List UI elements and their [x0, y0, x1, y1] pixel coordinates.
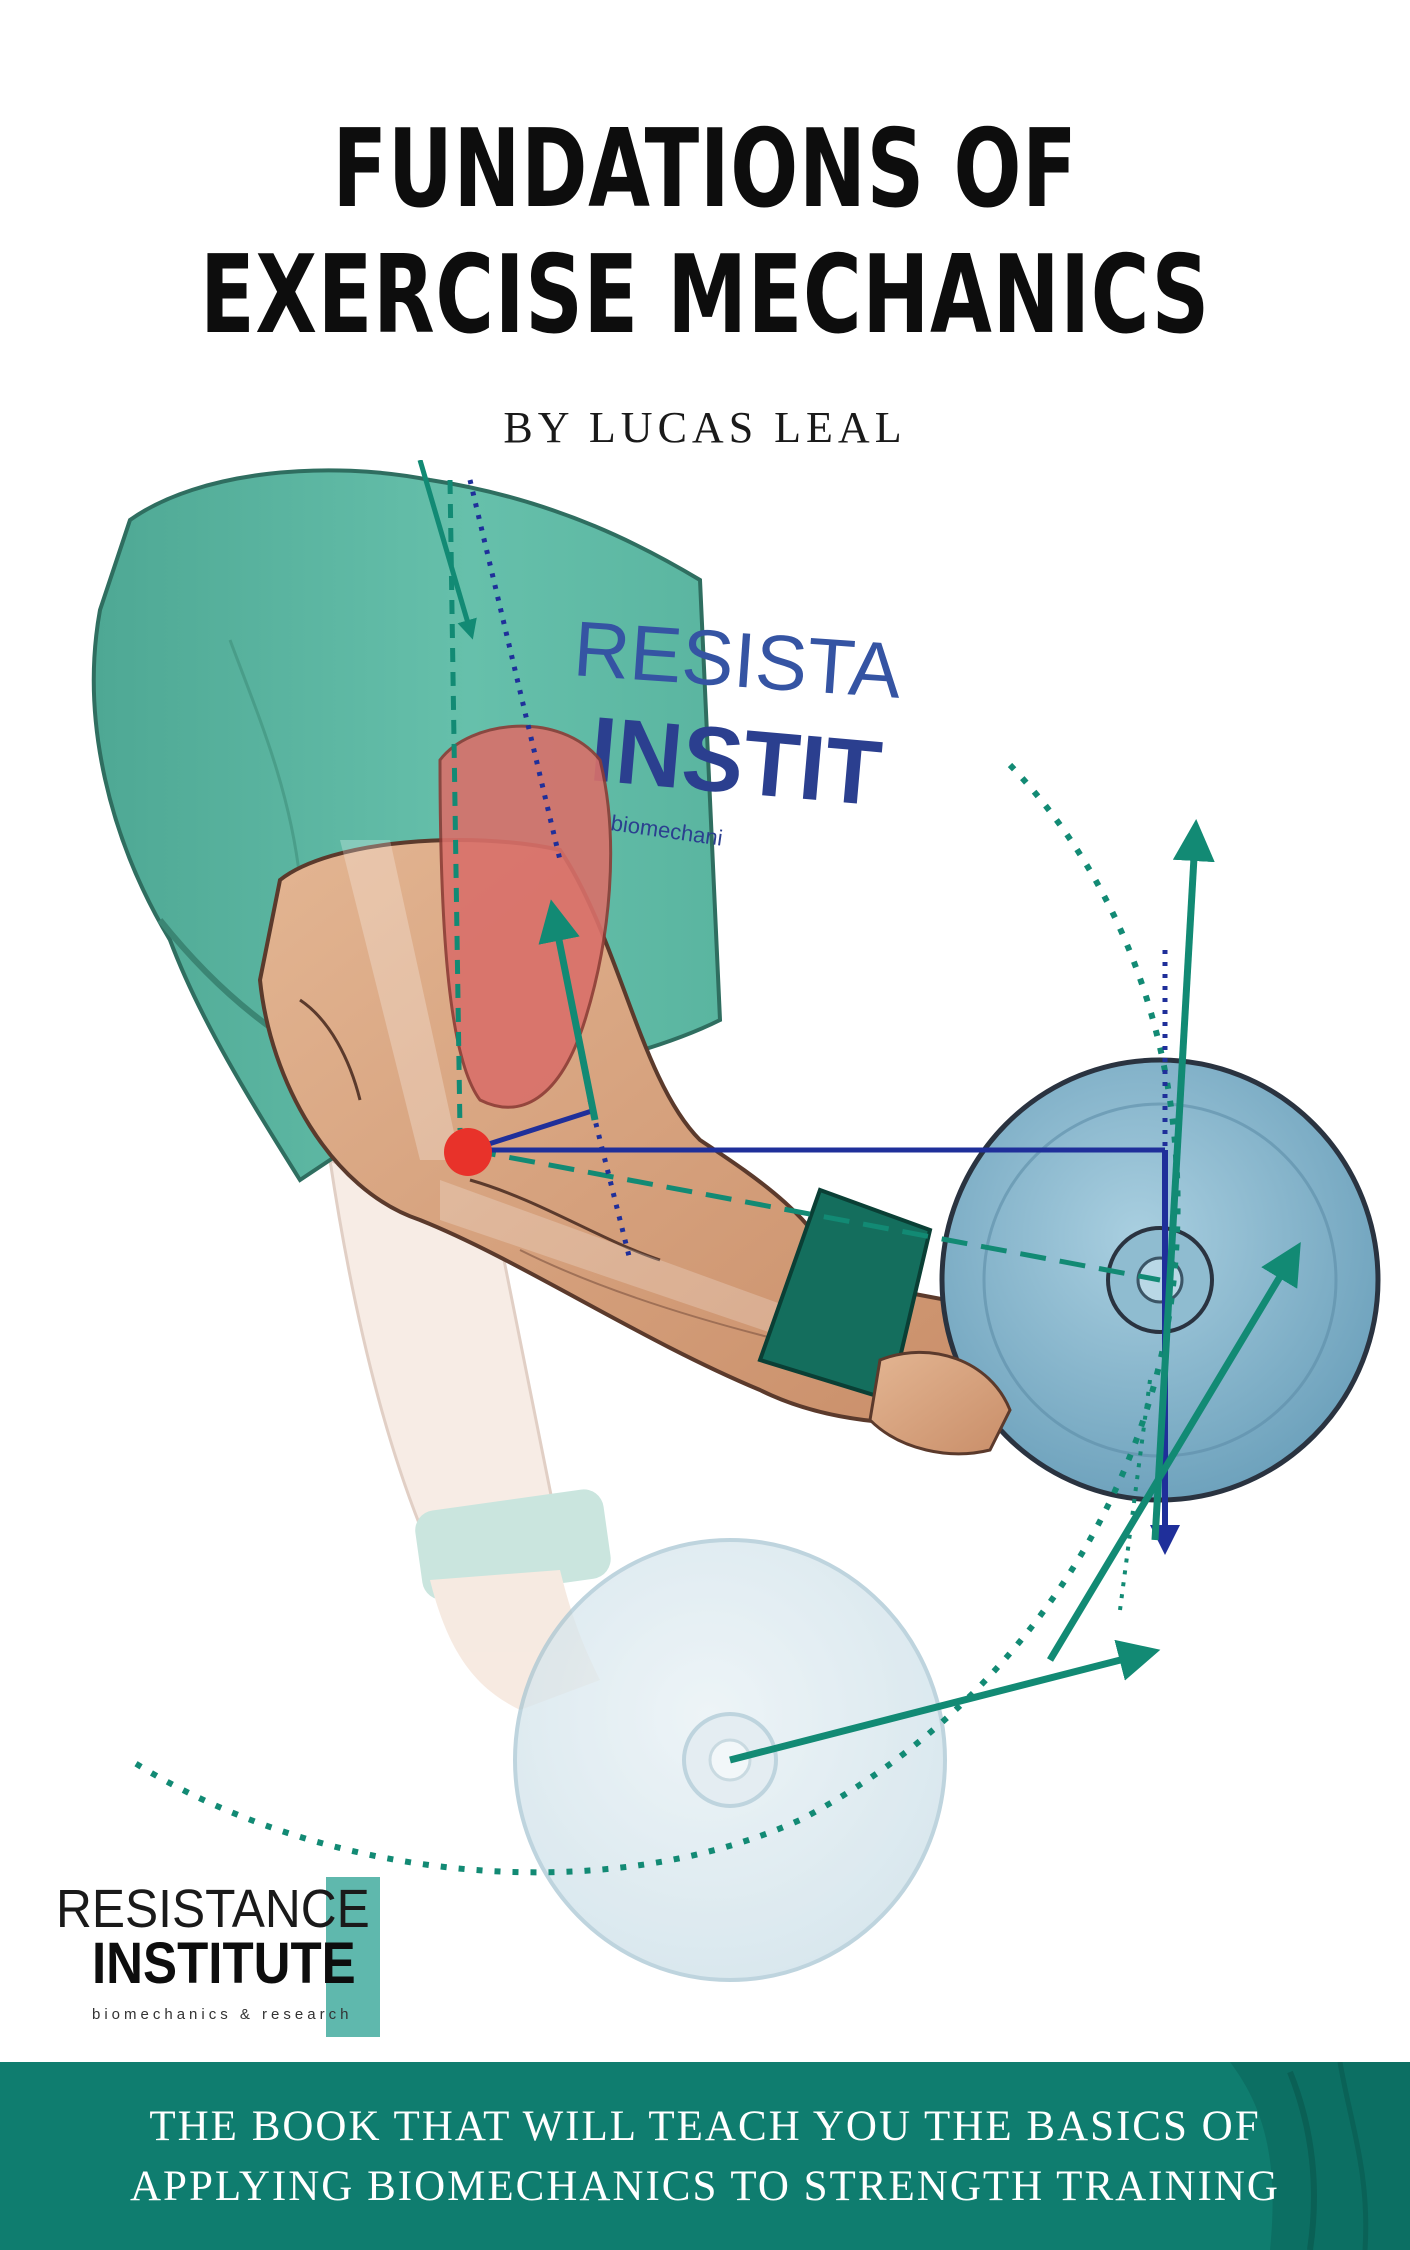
shirt-print: RESISTA INSTIT biomechani: [571, 604, 904, 850]
tagline-line-1: THE BOOK THAT WILL TEACH YOU THE BASICS …: [149, 2103, 1261, 2150]
tangential-arrow-upper: [1046, 1241, 1301, 1662]
logo-line-3: biomechanics & research: [92, 2006, 353, 2023]
author-byline: BY LUCAS LEAL: [503, 403, 907, 452]
forearm-axis: [469, 1147, 1161, 1283]
anatomy-watermark: [1230, 2062, 1410, 2250]
vertical-force-arrow: [1151, 819, 1215, 1541]
logo-accent-bar: [326, 1877, 380, 2037]
tangential-arrow-lower: [729, 1639, 1161, 1764]
logo-line-2: INSTITUTE: [92, 1931, 356, 1996]
logo-line-1: RESISTANCE: [56, 1879, 370, 1939]
resistance-institute-logo: RESISTANCE INSTITUTE biomechanics & rese…: [56, 1872, 380, 2042]
title-line-1: FUNDATIONS OF: [332, 107, 1078, 232]
upper-arm-axis: [447, 479, 463, 1131]
title-line-2: EXERCISE MECHANICS: [200, 233, 1210, 358]
tagline-band: THE BOOK THAT WILL TEACH YOU THE BASICS …: [0, 2062, 1410, 2250]
arm-curl-illustration: RESISTA INSTIT biomechani: [91, 460, 1381, 1982]
hand: [868, 1350, 1012, 1456]
tagline-line-2: APPLYING BIOMECHANICS TO STRENGTH TRAINI…: [130, 2163, 1280, 2210]
biceps-force-arrow: [538, 899, 599, 1121]
shirt-print-line2: INSTIT: [586, 698, 885, 825]
elbow-joint-dot: [444, 1128, 492, 1176]
